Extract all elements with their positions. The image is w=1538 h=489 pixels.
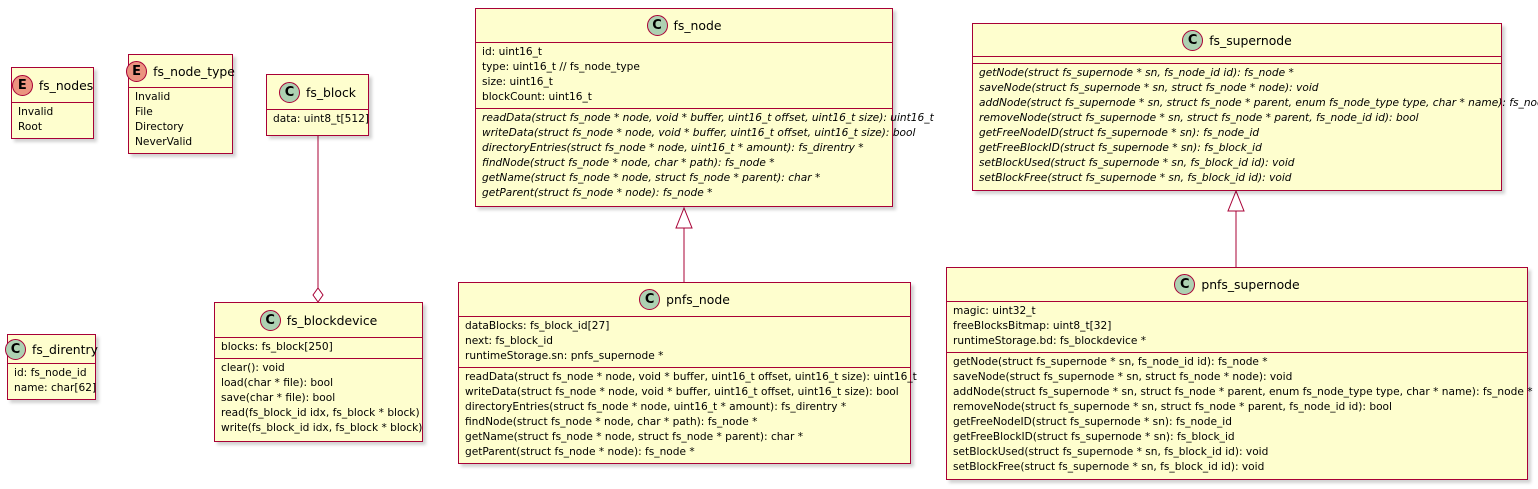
class-field: size: uint16_t (482, 76, 553, 88)
enum-value: NeverValid (135, 136, 193, 148)
class-method: setBlockUsed(struct fs_supernode * sn, f… (953, 446, 1269, 458)
class-field: runtimeStorage.bd: fs_blockdevice * (953, 335, 1147, 347)
inheritance-triangle-icon (675, 206, 693, 229)
class-fs-blockdevice[interactable]: C fs_blockdevice blocks: fs_block[250] c… (214, 302, 423, 442)
aggregation-diamond-icon (312, 287, 324, 303)
enum-fs-nodes[interactable]: E fs_nodes Invalid Root (11, 67, 94, 139)
class-method: getParent(struct fs_node * node): fs_nod… (465, 446, 695, 458)
class-fs-direntry[interactable]: C fs_direntry id: fs_node_id name: char[… (5, 334, 98, 400)
class-method: getFreeNodeID(struct fs_supernode * sn):… (953, 416, 1232, 428)
enum-value: File (135, 106, 153, 118)
class-method: directoryEntries(struct fs_node * node, … (465, 401, 847, 413)
class-method: findNode(struct fs_node * node, char * p… (465, 416, 758, 428)
class-method: getName(struct fs_node * node, struct fs… (465, 431, 804, 443)
class-field: id: uint16_t (482, 46, 543, 58)
enum-badge-icon: E (126, 60, 148, 82)
class-method: getNode(struct fs_supernode * sn, fs_nod… (953, 356, 1268, 368)
inheritance-triangle-icon (1227, 189, 1245, 212)
class-badge-icon: C (259, 309, 281, 331)
class-method: read(fs_block_id idx, fs_block * block) (221, 407, 420, 419)
class-method: saveNode(struct fs_supernode * sn, struc… (953, 371, 1293, 383)
class-method: setBlockUsed(struct fs_supernode * sn, f… (979, 157, 1295, 169)
class-field: data: uint8_t[512] (273, 113, 370, 125)
class-badge-icon: C (639, 289, 661, 310)
class-field: next: fs_block_id (465, 335, 554, 347)
class-method: addNode(struct fs_supernode * sn, struct… (979, 97, 1538, 109)
class-method: readData(struct fs_node * node, void * b… (465, 371, 917, 383)
class-field: blocks: fs_block[250] (221, 341, 333, 353)
class-method: setBlockFree(struct fs_supernode * sn, f… (953, 461, 1265, 473)
class-method: removeNode(struct fs_supernode * sn, str… (979, 112, 1419, 124)
class-method: writeData(struct fs_node * node, void * … (465, 386, 899, 398)
enum-fs-node-type[interactable]: E fs_node_type Invalid File Directory Ne… (126, 54, 235, 154)
class-method: clear(): void (221, 362, 285, 374)
class-name: fs_supernode (1209, 32, 1292, 48)
class-pnfs-node[interactable]: C pnfs_node dataBlocks: fs_block_id[27] … (458, 282, 917, 464)
class-method: getParent(struct fs_node * node): fs_nod… (482, 187, 713, 199)
class-field: dataBlocks: fs_block_id[27] (465, 320, 610, 332)
class-field: name: char[62] (14, 382, 97, 394)
class-method: saveNode(struct fs_supernode * sn, struc… (979, 82, 1319, 94)
class-badge-icon: C (279, 81, 301, 103)
class-field: runtimeStorage.sn: pnfs_supernode * (465, 350, 664, 362)
class-field: freeBlocksBitmap: uint8_t[32] (953, 320, 1112, 332)
enum-name: fs_nodes (38, 77, 94, 93)
class-method: getFreeBlockID(struct fs_supernode * sn)… (979, 142, 1262, 154)
enum-name: fs_node_type (153, 63, 235, 79)
class-method: removeNode(struct fs_supernode * sn, str… (953, 401, 1392, 413)
class-method: writeData(struct fs_node * node, void * … (482, 127, 916, 139)
enum-value: Directory (135, 121, 184, 133)
class-method: getNode(struct fs_supernode * sn, fs_nod… (979, 67, 1294, 79)
class-field: type: uint16_t // fs_node_type (482, 61, 640, 73)
class-method: setBlockFree(struct fs_supernode * sn, f… (979, 172, 1292, 184)
class-method: readData(struct fs_node * node, void * b… (482, 112, 934, 124)
class-field: id: fs_node_id (14, 367, 87, 379)
class-name: fs_node (673, 18, 722, 33)
class-method: getName(struct fs_node * node, struct fs… (482, 172, 821, 184)
class-method: getFreeBlockID(struct fs_supernode * sn)… (953, 431, 1235, 443)
class-name: fs_block (306, 84, 356, 100)
class-name: fs_blockdevice (286, 312, 378, 328)
class-method: getFreeNodeID(struct fs_supernode * sn):… (979, 127, 1260, 139)
class-field: blockCount: uint16_t (482, 91, 592, 103)
class-method: addNode(struct fs_supernode * sn, struct… (953, 386, 1533, 398)
class-badge-icon: C (1182, 29, 1204, 51)
class-badge-icon: C (1174, 274, 1196, 295)
empty-field-section (973, 56, 1501, 63)
class-badge-icon: C (5, 338, 27, 360)
class-name: pnfs_node (666, 292, 730, 307)
class-field: magic: uint32_t (953, 305, 1036, 317)
class-fs-block[interactable]: C fs_block data: uint8_t[512] (266, 74, 369, 136)
class-fs-supernode[interactable]: C fs_supernode getNode(struct fs_superno… (972, 23, 1538, 191)
class-method: write(fs_block_id idx, fs_block * block) (221, 422, 423, 434)
class-badge-icon: C (646, 15, 668, 36)
class-name: fs_direntry (32, 341, 98, 357)
class-method: load(char * file): bool (221, 377, 334, 389)
class-method: findNode(struct fs_node * node, char * p… (482, 157, 775, 169)
enum-value: Root (18, 121, 43, 133)
enum-badge-icon: E (11, 74, 33, 96)
enum-value: Invalid (18, 106, 54, 118)
enum-value: Invalid (135, 91, 171, 103)
class-name: pnfs_supernode (1201, 277, 1300, 292)
class-method: save(char * file): bool (221, 392, 336, 404)
class-fs-node[interactable]: C fs_node id: uint16_t type: uint16_t //… (475, 8, 934, 207)
class-pnfs-supernode[interactable]: C pnfs_supernode magic: uint32_t freeBlo… (946, 267, 1533, 480)
class-method: directoryEntries(struct fs_node * node, … (482, 142, 864, 154)
